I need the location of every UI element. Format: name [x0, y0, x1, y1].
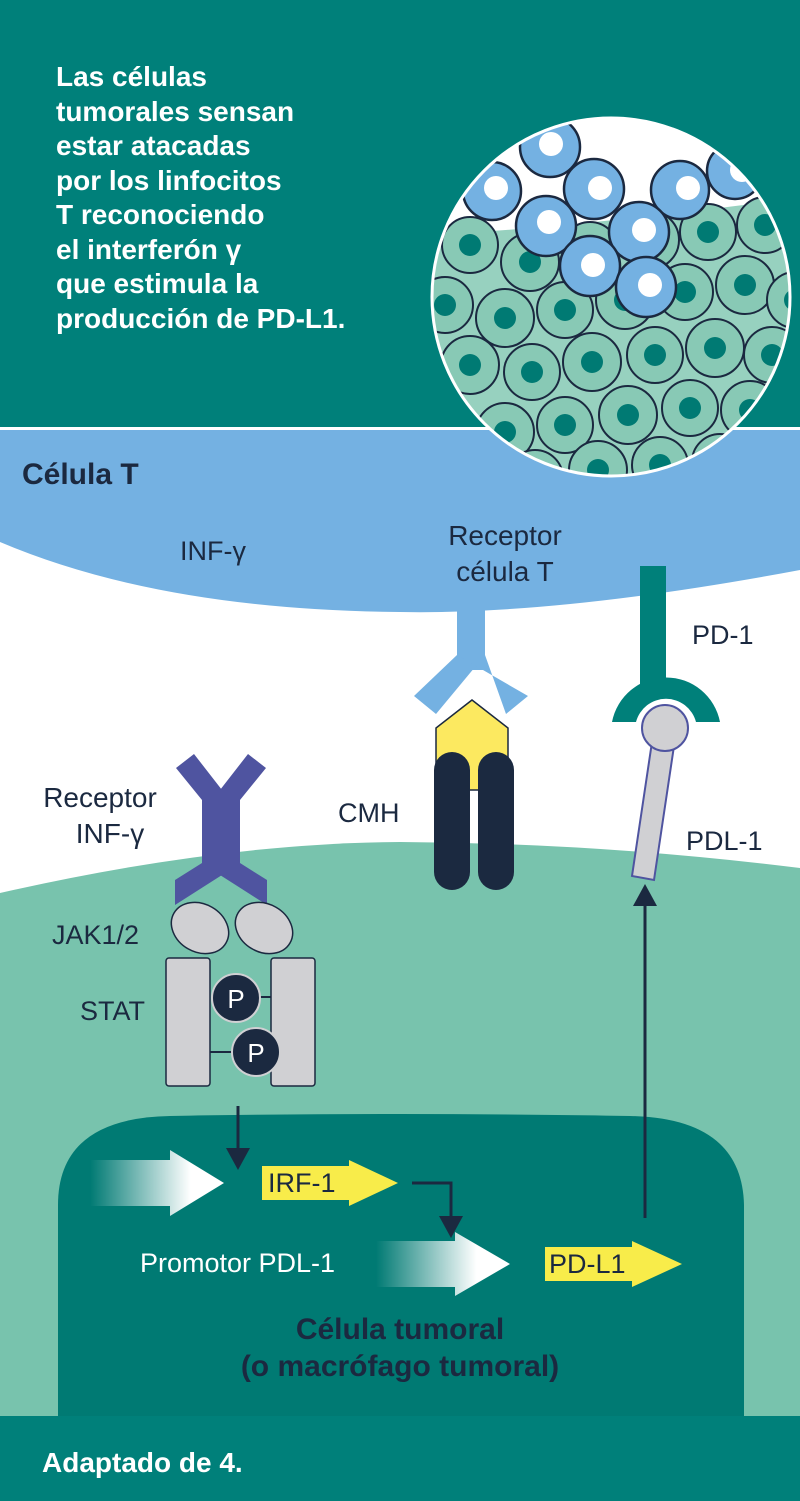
- irf1-gene-arrow: [262, 1160, 398, 1206]
- intro-line-1: Las células: [56, 61, 207, 92]
- stat-proteins: P P: [165, 957, 316, 1087]
- pd-l1-gene-arrow: [545, 1241, 682, 1287]
- pd1-label: PD-1: [692, 620, 754, 650]
- pdl1-ligand: [630, 704, 689, 882]
- ifn-gamma-receptor: [175, 754, 267, 905]
- pdl1-label: PDL-1: [686, 826, 763, 856]
- signal-arrow-irf1-to-promoter: [412, 1181, 463, 1238]
- promoter-arrow-bottom: [376, 1232, 510, 1296]
- phospho-label-1: P: [227, 984, 244, 1014]
- intro-line-6: el interferón γ: [56, 233, 242, 265]
- tcr-label-line1: Receptor: [448, 520, 562, 551]
- irf1-label: IRF-1: [268, 1168, 336, 1198]
- t-cell-label: Célula T: [22, 458, 139, 491]
- intro-line-2: tumorales sensan: [56, 95, 295, 127]
- mhc-molecule: [434, 699, 514, 890]
- cmh-label: CMH: [338, 798, 400, 828]
- intro-line-3: estar atacadas: [56, 130, 251, 161]
- intro-line-7: que estimula la: [56, 268, 259, 299]
- footer-band: [0, 1416, 800, 1501]
- tcr-label-line2: célula T: [456, 556, 554, 587]
- inf-gamma-label: INF-γ: [180, 536, 246, 566]
- tumor-cell-label-line2: (o macrófago tumoral): [240, 1350, 560, 1383]
- jak-label: JAK1/2: [52, 920, 140, 950]
- t-cell-receptor: [414, 600, 528, 714]
- intro-line-8: producción de PD-L1.: [56, 302, 346, 334]
- microscope-view-border: [430, 116, 792, 478]
- stat-label: STAT: [80, 996, 145, 1026]
- pd1-receptor: [612, 566, 720, 722]
- jak-proteins: [170, 901, 294, 955]
- signal-arrow-stat-to-nucleus: [226, 1106, 250, 1170]
- phospho-label-2: P: [247, 1038, 264, 1068]
- receptor-inf-label-line1: Receptor: [43, 782, 157, 813]
- phospho-circle-2: [231, 1027, 281, 1077]
- promotor-label: Promotor PDL-1: [140, 1248, 336, 1278]
- source-footer: Adaptado de 4.: [42, 1447, 243, 1478]
- phospho-circle-1: [211, 973, 261, 1023]
- tumor-cell-label-line1: Célula tumoral: [295, 1313, 505, 1346]
- intro-text: Las células tumorales sensan estar ataca…: [56, 60, 436, 336]
- intro-line-5: T reconociendo: [56, 199, 265, 230]
- receptor-inf-label-line2: INF-γ: [75, 818, 145, 849]
- promoter-arrow-top: [90, 1150, 224, 1216]
- pd-l1-gene-label: PD-L1: [549, 1249, 626, 1279]
- signal-arrow-pdl1-to-surface: [633, 884, 657, 1218]
- intro-line-4: por los linfocitos: [56, 164, 282, 196]
